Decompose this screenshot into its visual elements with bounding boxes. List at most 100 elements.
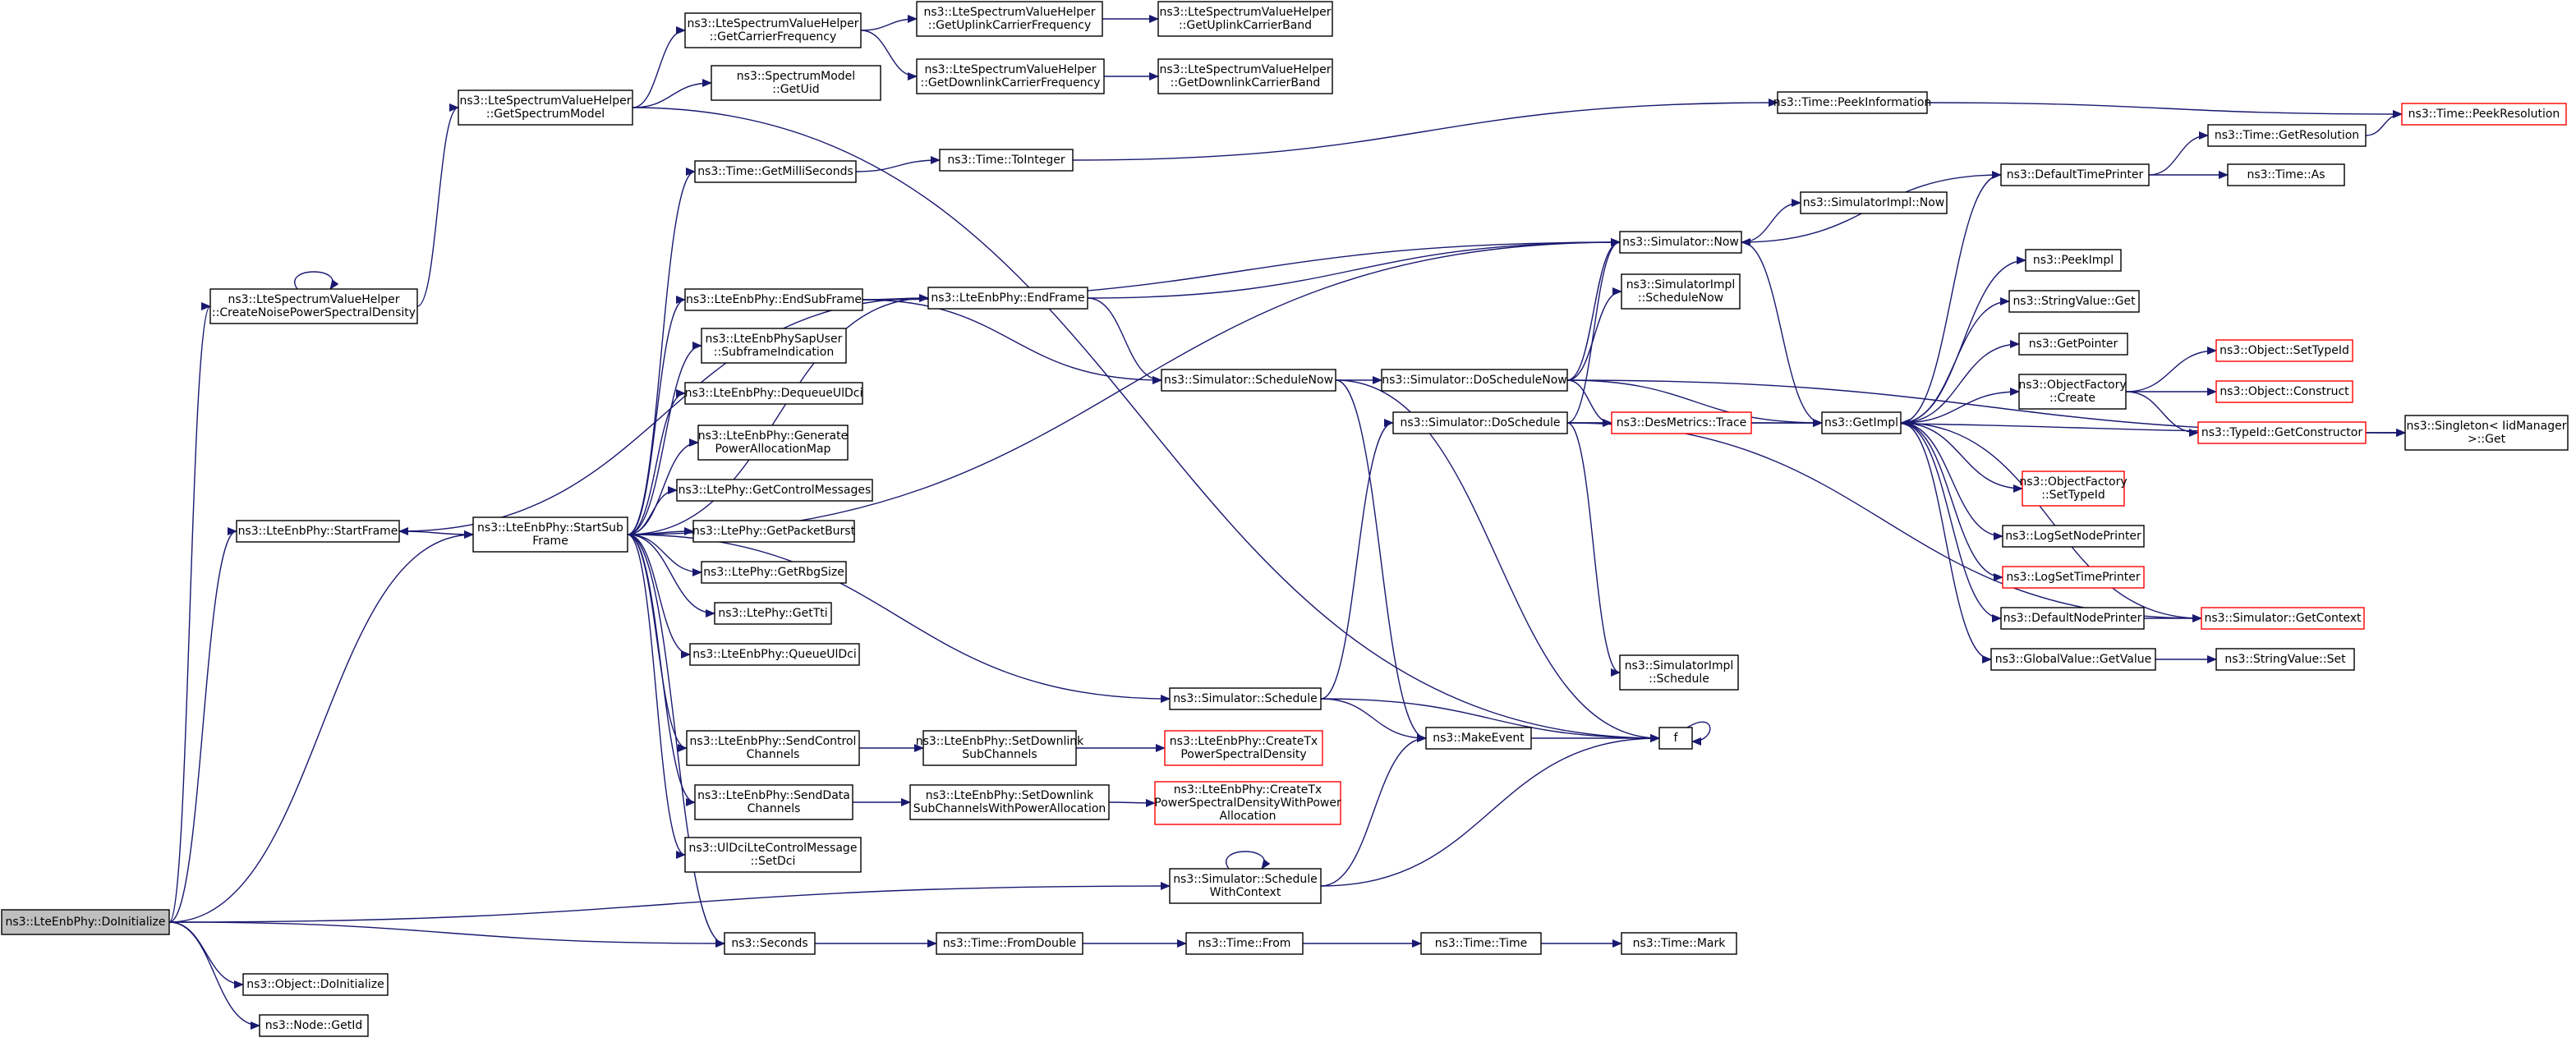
function-node-label: ns3::Object::SetTypeId <box>2220 344 2349 357</box>
function-node-dequeue[interactable]: ns3::LteEnbPhy::DequeueUlDci <box>684 382 863 405</box>
function-node-dosched[interactable]: ns3::Simulator::DoSchedule <box>1392 411 1568 434</box>
function-node-queueul[interactable]: ns3::LteEnbPhy::QueueUlDci <box>689 643 860 666</box>
call-edge-sched-to-makeevent <box>1320 698 1427 742</box>
function-node-doschednow[interactable]: ns3::Simulator::DoScheduleNow <box>1381 369 1568 392</box>
function-node-getres[interactable]: ns3::Time::GetResolution <box>2207 124 2367 147</box>
function-node-spmuid[interactable]: ns3::SpectrumModel::GetUid <box>711 65 881 101</box>
function-node-simnow[interactable]: ns3::Simulator::Now <box>1619 231 1742 254</box>
function-node-sched[interactable]: ns3::Simulator::Schedule <box>1169 687 1322 710</box>
function-node-timetime[interactable]: ns3::Time::Time <box>1420 932 1542 955</box>
function-node-fromdouble[interactable]: ns3::Time::FromDouble <box>936 932 1083 955</box>
function-node-getpkt[interactable]: ns3::LtePhy::GetPacketBurst <box>692 520 856 543</box>
function-node-getctx[interactable]: ns3::Simulator::GetContext <box>2201 607 2365 630</box>
function-node-label: ns3::LteEnbPhySapUser <box>706 333 843 346</box>
function-node-doinit[interactable]: ns3::LteEnbPhy::DoInitialize <box>1 909 170 935</box>
function-node-seconds[interactable]: ns3::Seconds <box>724 932 816 955</box>
function-node-objinit[interactable]: ns3::Object::DoInitialize <box>242 973 389 996</box>
function-node-lognp[interactable]: ns3::LogSetNodePrinter <box>2002 525 2145 548</box>
function-node-label: ns3::LteEnbPhy::DoInitialize <box>6 916 166 929</box>
function-node-timefrom[interactable]: ns3::Time::From <box>1185 932 1304 955</box>
function-node-tidctor[interactable]: ns3::TypeId::GetConstructor <box>2197 421 2367 444</box>
function-node-timeas[interactable]: ns3::Time::As <box>2227 163 2345 186</box>
call-edge-doinit-to-objinit <box>168 921 244 989</box>
function-node-label: ns3::DefaultNodePrinter <box>2003 612 2142 625</box>
function-node-gvget[interactable]: ns3::GlobalValue::GetValue <box>1990 648 2156 671</box>
function-node-label: ns3::LteEnbPhy::CreateTx <box>1170 735 1318 748</box>
function-node-dlcarrier[interactable]: ns3::LteSpectrumValueHelper::GetDownlink… <box>916 58 1105 94</box>
function-node-toint[interactable]: ns3::Time::ToInteger <box>939 149 1074 172</box>
function-node-label: ns3::Time::GetResolution <box>2215 129 2359 142</box>
function-node-implnow[interactable]: ns3::SimulatorImpl::Now <box>1800 191 1948 214</box>
function-node-label: ns3::SimulatorImpl::Now <box>1803 196 1945 209</box>
function-node-ofcreate[interactable]: ns3::ObjectFactory::Create <box>2018 374 2127 410</box>
function-node-defnp[interactable]: ns3::DefaultNodePrinter <box>2000 607 2145 630</box>
function-node-implsched[interactable]: ns3::SimulatorImpl::Schedule <box>1619 654 1739 691</box>
function-node-label: ns3::LteSpectrumValueHelper <box>924 6 1096 19</box>
function-node-setdlpa[interactable]: ns3::LteEnbPhy::SetDownlinkSubChannelsWi… <box>909 784 1110 820</box>
function-node-strset[interactable]: ns3::StringValue::Set <box>2215 648 2355 671</box>
function-node-getcarrier[interactable]: ns3::LteSpectrumValueHelper::GetCarrierF… <box>684 12 862 48</box>
function-node-getimpl[interactable]: ns3::GetImpl <box>1821 411 1902 434</box>
function-node-endframe[interactable]: ns3::LteEnbPhy::EndFrame <box>927 287 1088 310</box>
function-node-destrace[interactable]: ns3::DesMetrics::Trace <box>1611 411 1752 434</box>
function-node-label: ns3::ObjectFactory <box>2018 379 2126 392</box>
function-node-f[interactable]: f <box>1658 727 1693 750</box>
call-edge-toint-to-peekinfo <box>1072 99 1778 161</box>
function-node-label: ns3::Time::Time <box>1435 937 1527 950</box>
call-edge-simnow-to-implnow <box>1741 199 1801 243</box>
function-node-implschednow[interactable]: ns3::SimulatorImpl::ScheduleNow <box>1621 273 1741 310</box>
function-node-genpower[interactable]: ns3::LteEnbPhy::GeneratePowerAllocationM… <box>697 425 849 461</box>
call-edge-startsub-to-gettti <box>627 534 715 617</box>
function-node-endsub[interactable]: ns3::LteEnbPhy::EndSubFrame <box>684 288 863 311</box>
call-edge-schedctx-to-schedctx <box>1226 851 1271 870</box>
function-node-getrbg[interactable]: ns3::LtePhy::GetRbgSize <box>701 561 847 584</box>
function-node-peekinfo[interactable]: ns3::Time::PeekInformation <box>1773 91 1932 114</box>
call-edge-getimpl-to-defnp <box>1900 422 2002 622</box>
function-node-getptr[interactable]: ns3::GetPointer <box>2018 333 2128 356</box>
function-node-createtxpa[interactable]: ns3::LteEnbPhy::CreateTxPowerSpectralDen… <box>1154 781 1341 825</box>
function-node-getctrl[interactable]: ns3::LtePhy::GetControlMessages <box>676 479 873 502</box>
function-node-label: ns3::Simulator::GetContext <box>2204 612 2362 625</box>
function-node-gettti[interactable]: ns3::LtePhy::GetTti <box>714 602 832 625</box>
call-edge-ofcreate-to-tidctor <box>2125 391 2199 437</box>
function-node-schednow[interactable]: ns3::Simulator::ScheduleNow <box>1161 369 1336 392</box>
function-node-setdci[interactable]: ns3::UlDciLteControlMessage::SetDci <box>684 837 862 873</box>
function-node-startframe[interactable]: ns3::LteEnbPhy::StartFrame <box>236 520 400 543</box>
function-node-label: ns3::Object::Construct <box>2220 385 2349 398</box>
function-node-objsettype[interactable]: ns3::Object::SetTypeId <box>2215 339 2353 362</box>
function-node-nodeid[interactable]: ns3::Node::GetId <box>259 1014 369 1037</box>
function-node-deftp[interactable]: ns3::DefaultTimePrinter <box>2000 163 2150 186</box>
call-edge-getcarrier-to-dlcarrier <box>860 30 918 80</box>
function-node-ulcarrier[interactable]: ns3::LteSpectrumValueHelper::GetUplinkCa… <box>916 1 1103 37</box>
function-node-createtx[interactable]: ns3::LteEnbPhy::CreateTxPowerSpectralDen… <box>1164 730 1323 766</box>
function-node-label: ns3::LteSpectrumValueHelper <box>1160 63 1332 76</box>
function-node-label: ns3::LteEnbPhy::CreateTx <box>1174 783 1322 796</box>
function-node-dlband[interactable]: ns3::LteSpectrumValueHelper::GetDownlink… <box>1157 58 1333 94</box>
function-node-timemark[interactable]: ns3::Time::Mark <box>1621 932 1737 955</box>
function-node-getspm[interactable]: ns3::LteSpectrumValueHelper::GetSpectrum… <box>458 90 633 126</box>
function-node-label: ns3::Simulator::DoScheduleNow <box>1382 374 1566 387</box>
function-node-sapuser[interactable]: ns3::LteEnbPhySapUser::SubframeIndicatio… <box>701 328 847 364</box>
call-edge-getctx-to-getimpl <box>1900 419 2202 619</box>
function-node-singleton[interactable]: ns3::Singleton< IidManager>::Get <box>2404 415 2569 451</box>
function-node-makeevent[interactable]: ns3::MakeEvent <box>1425 727 1532 750</box>
function-node-objconstruct[interactable]: ns3::Object::Construct <box>2215 380 2353 403</box>
function-node-logtp[interactable]: ns3::LogSetTimePrinter <box>2002 566 2145 589</box>
call-edge-getimpl-to-ofcreate <box>1900 388 2020 424</box>
function-node-label: ::GetUplinkCarrierFrequency <box>928 19 1091 32</box>
function-node-peekres[interactable]: ns3::Time::PeekResolution <box>2401 103 2567 126</box>
function-node-strget[interactable]: ns3::StringValue::Get <box>2008 290 2140 313</box>
call-edge-sched-to-dosched <box>1320 419 1394 700</box>
function-node-peekimpl[interactable]: ns3::PeekImpl <box>2025 249 2122 272</box>
call-edge-doschednow-to-getimpl <box>1566 379 1823 427</box>
function-node-ulband[interactable]: ns3::LteSpectrumValueHelper::GetUplinkCa… <box>1157 1 1333 37</box>
function-node-cnpsd[interactable]: ns3::LteSpectrumValueHelper::CreateNoise… <box>209 288 418 324</box>
function-node-getms[interactable]: ns3::Time::GetMilliSeconds <box>694 160 857 183</box>
function-node-ofsettype[interactable]: ns3::ObjectFactory::SetTypeId <box>2019 471 2128 507</box>
